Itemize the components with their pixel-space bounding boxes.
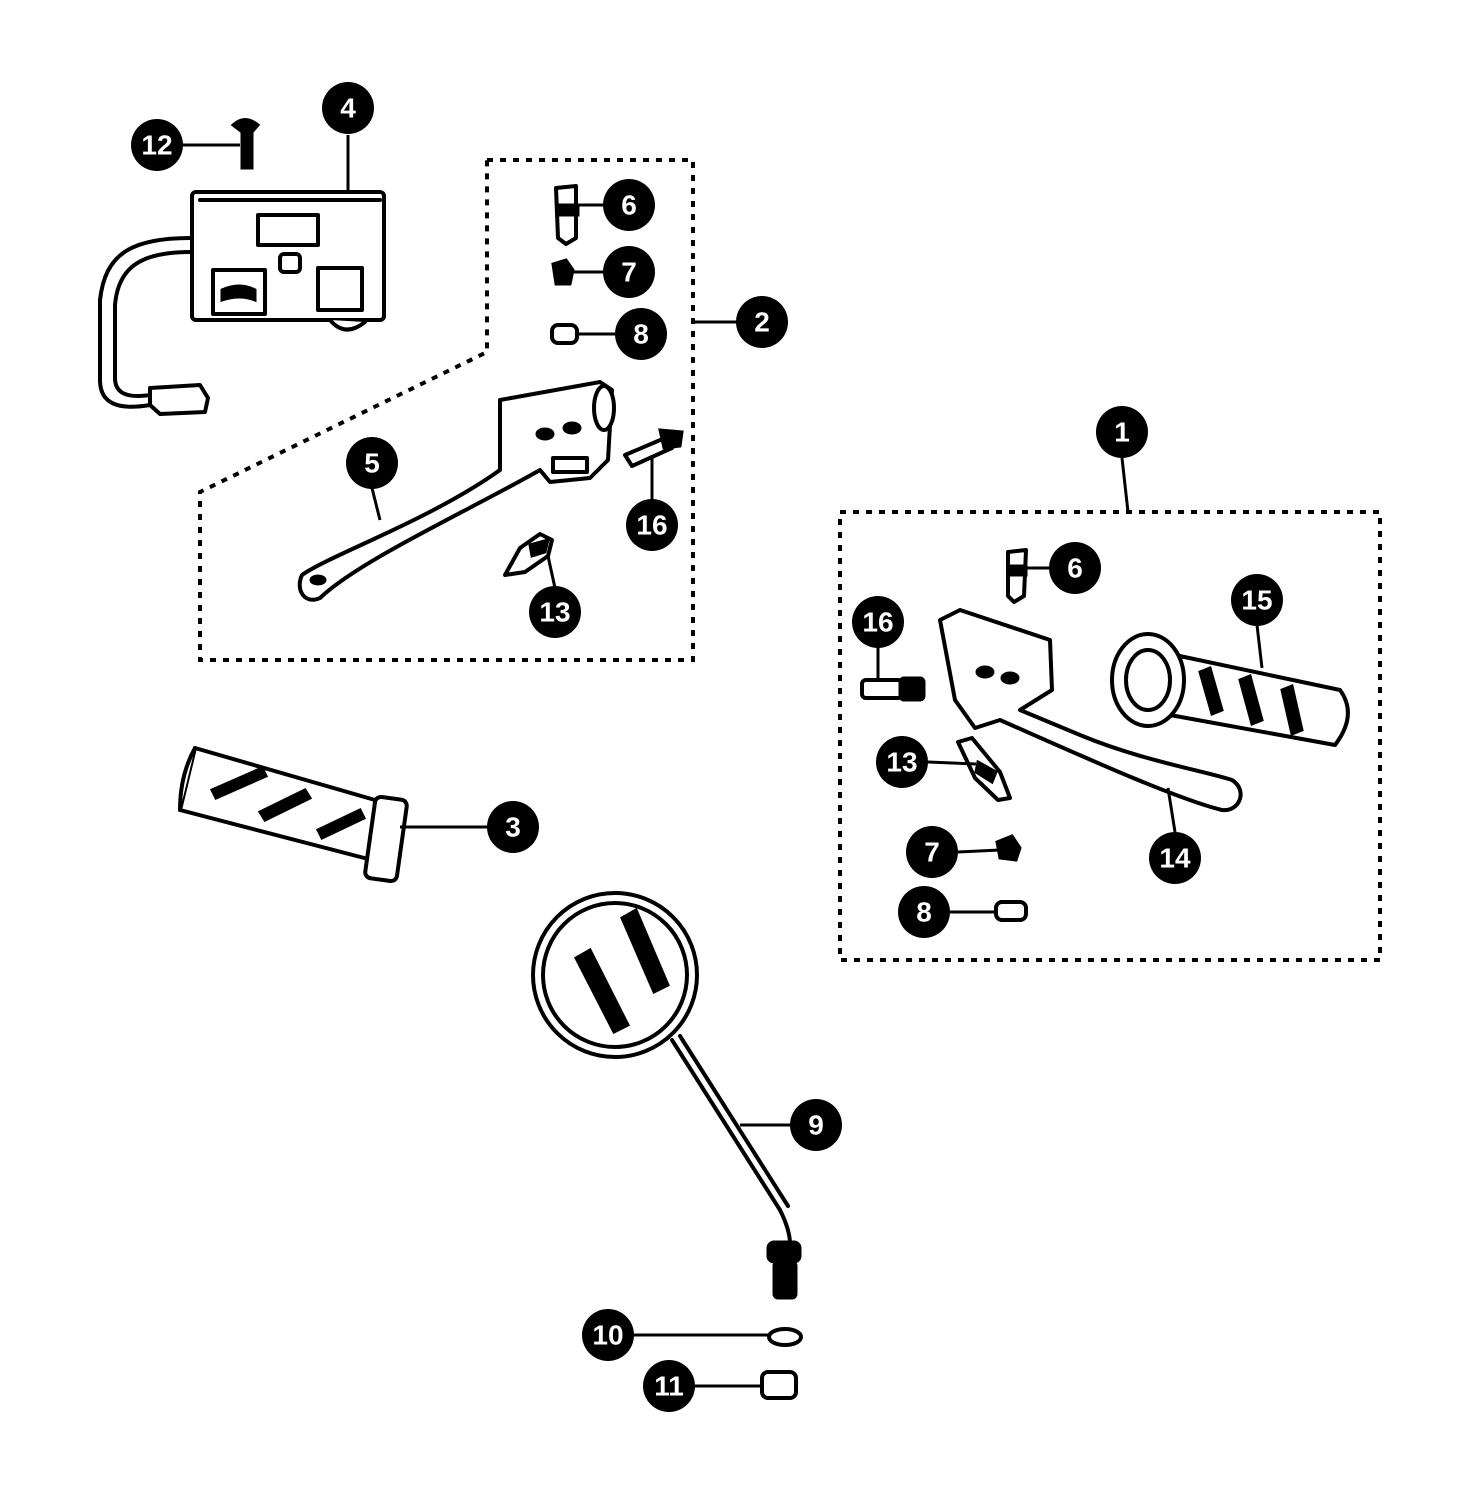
callout-6-left: 6: [603, 179, 655, 231]
pivot-bolt-part-right: [1006, 548, 1028, 604]
callout-13-right: 13: [876, 736, 928, 788]
svg-text:3: 3: [505, 812, 521, 843]
bolt-part-left: [623, 428, 684, 468]
clutch-lever-part: [938, 608, 1243, 813]
switch-housing-part: [98, 190, 386, 416]
brake-switch-part-right: [956, 736, 1012, 802]
bolt-part-right: [860, 676, 926, 702]
left-grip-part: [178, 746, 409, 884]
svg-text:9: 9: [808, 1110, 824, 1141]
mirror-nut-part: [760, 1370, 798, 1400]
mirror-part: [531, 891, 802, 1300]
nut-part-right: [995, 834, 1022, 862]
callout-13-left: 13: [529, 586, 581, 638]
svg-text:6: 6: [621, 190, 637, 221]
svg-text:8: 8: [916, 897, 932, 928]
callout-5: 5: [346, 437, 398, 489]
callout-10: 10: [582, 1309, 634, 1361]
group-2-outline: [198, 158, 695, 662]
svg-text:8: 8: [633, 319, 649, 350]
svg-text:6: 6: [1067, 553, 1083, 584]
throttle-grip-part: [1110, 632, 1350, 747]
callout-4: 4: [322, 82, 374, 134]
svg-text:13: 13: [886, 747, 917, 778]
nut-part-left: [551, 258, 575, 286]
svg-text:16: 16: [636, 510, 667, 541]
svg-text:1: 1: [1114, 417, 1130, 448]
callout-16-left: 16: [626, 499, 678, 551]
svg-text:7: 7: [621, 257, 637, 288]
svg-text:15: 15: [1241, 585, 1272, 616]
callout-15: 15: [1231, 574, 1283, 626]
callout-8-left: 8: [615, 308, 667, 360]
spring-part-right: [994, 900, 1028, 922]
callout-2: 2: [736, 296, 788, 348]
spring-part-left: [550, 323, 579, 345]
svg-text:2: 2: [754, 307, 770, 338]
callout-6-right: 6: [1049, 542, 1101, 594]
brake-switch-part-left: [503, 532, 554, 577]
leader-lines: [183, 135, 1264, 1388]
callout-12: 12: [131, 119, 183, 171]
callout-3: 3: [487, 801, 539, 853]
callout-8-right: 8: [898, 886, 950, 938]
svg-text:13: 13: [539, 597, 570, 628]
svg-text:4: 4: [340, 93, 356, 124]
callout-14: 14: [1149, 832, 1201, 884]
callout-7-left: 7: [603, 246, 655, 298]
callout-11: 11: [643, 1360, 695, 1412]
svg-text:14: 14: [1159, 843, 1191, 874]
svg-text:10: 10: [592, 1320, 623, 1351]
screw-part: [230, 118, 261, 170]
svg-text:5: 5: [364, 448, 380, 479]
svg-text:7: 7: [924, 837, 940, 868]
callout-16-right: 16: [852, 596, 904, 648]
brake-lever-part: [297, 380, 616, 602]
callout-9: 9: [790, 1099, 842, 1151]
svg-text:16: 16: [862, 607, 893, 638]
washer-part: [767, 1327, 803, 1347]
callout-7-right: 7: [906, 826, 958, 878]
pivot-bolt-part-left: [554, 184, 580, 246]
callout-1: 1: [1096, 406, 1148, 458]
svg-text:12: 12: [141, 130, 172, 161]
svg-text:11: 11: [654, 1371, 684, 1402]
